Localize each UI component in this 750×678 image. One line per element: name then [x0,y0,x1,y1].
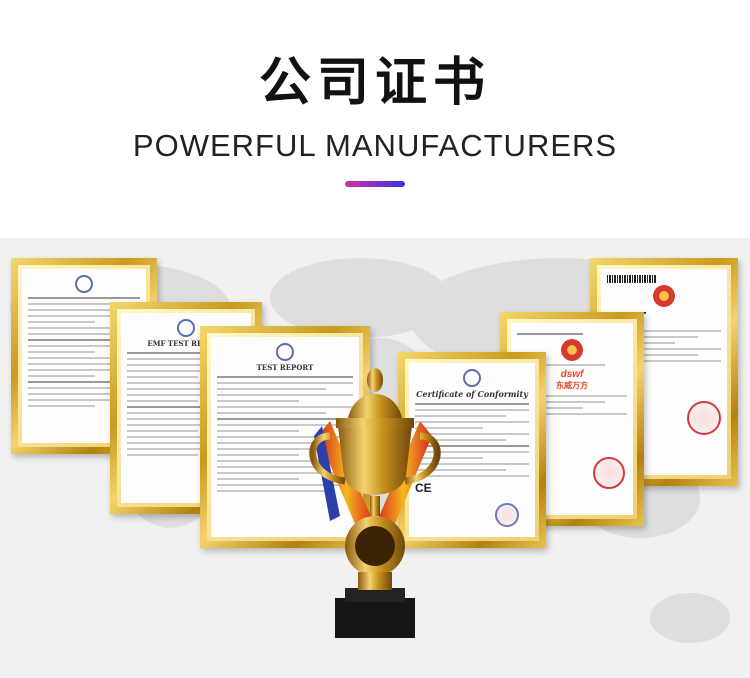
brand-logo: dswf [560,369,584,380]
certificate-heading: EMF TEST REPORT [147,339,225,348]
certification-seal-icon [495,503,519,527]
test-lab-logo-icon [463,369,481,387]
certificate-heading: Certificate of Conformity [416,389,528,399]
test-lab-logo-icon [177,319,195,337]
official-seal-icon [687,401,721,435]
barcode-icon [607,275,657,283]
national-emblem-icon [561,339,583,361]
test-lab-logo-icon [75,275,93,293]
page-subtitle: POWERFUL MANUFACTURERS [132,128,618,163]
certificate-showcase: EMF TEST REPORT TEST REPORT [0,238,750,678]
certificate-heading: TEST REPORT [256,363,314,372]
test-lab-logo-icon [276,343,294,361]
brand-logo-cn: 东威万方 [556,381,588,390]
trophy-icon [309,368,441,638]
national-emblem-icon [653,285,675,307]
official-seal-icon [593,457,625,489]
page-title: 公司证书 [258,53,491,113]
certificate-frame-4: Certificate of Conformity CE [398,352,546,548]
accent-bar [345,181,405,187]
ce-mark: CE [415,481,432,495]
